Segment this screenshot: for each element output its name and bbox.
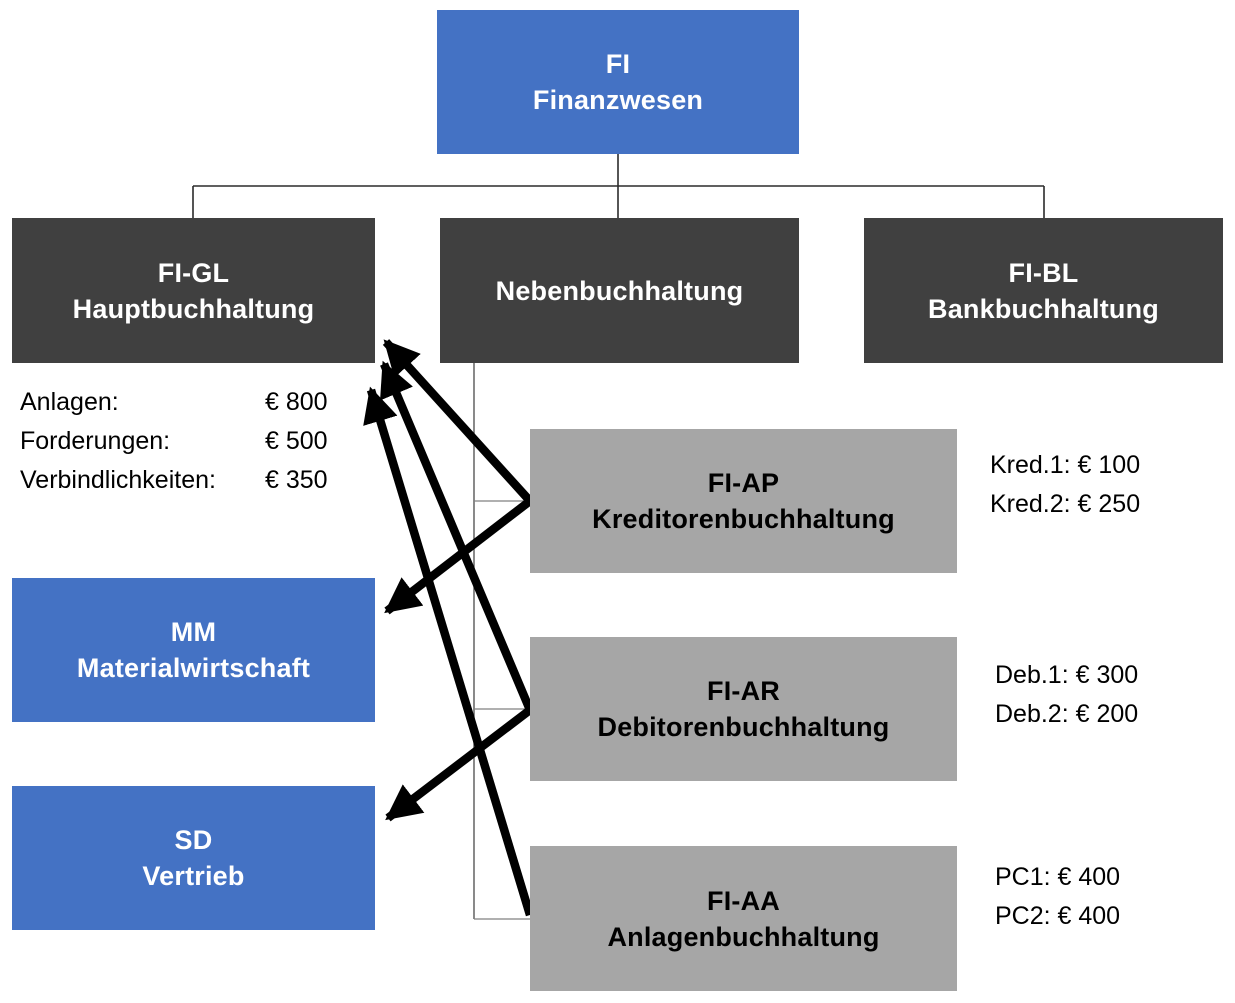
fiap-creditor-values: Kred.1: € 100 Kred.2: € 250 <box>990 446 1140 524</box>
node-fiar-label: Debitorenbuchhaltung <box>597 712 890 742</box>
node-fi-label: Finanzwesen <box>532 85 704 115</box>
node-fiaa-anlagenbuchhaltung: FI-AA Anlagenbuchhaltung <box>530 846 957 991</box>
figl-balance-row: Forderungen: € 500 <box>20 422 328 461</box>
node-sd-code: SD <box>174 825 213 855</box>
node-sd-vertrieb: SD Vertrieb <box>12 786 375 930</box>
fiar-debtor-values: Deb.1: € 300 Deb.2: € 200 <box>995 656 1138 734</box>
node-fiar-code: FI-AR <box>707 676 780 706</box>
figl-balance-row: Anlagen: € 800 <box>20 383 328 422</box>
node-fi-finanzwesen: FI Finanzwesen <box>437 10 799 154</box>
debtor-value-line: Deb.1: € 300 <box>995 661 1139 689</box>
arrow-fiaa-to-figl <box>363 386 535 917</box>
asset-value-line: PC2: € 400 <box>995 902 1121 930</box>
node-fiap-label: Kreditorenbuchhaltung <box>592 504 895 534</box>
asset-value-line: PC1: € 400 <box>995 863 1121 891</box>
figl-balance-row: Verbindlichkeiten: € 350 <box>20 461 328 500</box>
balance-label: Anlagen: <box>20 388 119 416</box>
posting-arrows <box>363 339 535 917</box>
node-figl-code: FI-GL <box>157 257 230 288</box>
balance-label: Verbindlichkeiten: <box>20 466 216 494</box>
fiaa-asset-values: PC1: € 400 PC2: € 400 <box>995 858 1120 936</box>
arrow-fiar-to-sd <box>385 706 533 822</box>
figl-balance-values: Anlagen: € 800 Forderungen: € 500 Verbin… <box>20 383 328 500</box>
debtor-value-line: Deb.2: € 200 <box>995 700 1139 728</box>
node-fiap-kreditorenbuchhaltung: FI-AP Kreditorenbuchhaltung <box>530 429 957 573</box>
balance-label: Forderungen: <box>20 427 171 455</box>
node-figl-label: Hauptbuchhaltung <box>72 293 315 324</box>
arrow-fiar-to-figl <box>380 360 534 712</box>
tree-connector-top <box>192 154 1045 218</box>
node-fibl-bankbuchhaltung: FI-BL Bankbuchhaltung <box>864 218 1223 363</box>
node-fiaa-label: Anlagenbuchhaltung <box>607 921 880 952</box>
node-figl-hauptbuchhaltung: FI-GL Hauptbuchhaltung <box>12 218 375 363</box>
balance-value: € 500 <box>265 427 328 455</box>
node-sd-label: Vertrieb <box>142 861 245 891</box>
node-fibl-label: Bankbuchhaltung <box>928 293 1159 324</box>
node-nebenbuchhaltung: Nebenbuchhaltung <box>440 218 799 363</box>
node-mm-materialwirtschaft: MM Materialwirtschaft <box>12 578 375 722</box>
tree-connector-subledger <box>473 363 530 920</box>
node-neben-label: Nebenbuchhaltung <box>495 275 744 306</box>
node-fiaa-code: FI-AA <box>707 885 780 916</box>
node-mm-label: Materialwirtschaft <box>76 653 311 683</box>
creditor-value-line: Kred.2: € 250 <box>990 490 1141 518</box>
node-fibl-code: FI-BL <box>1008 257 1079 288</box>
balance-value: € 800 <box>265 388 328 416</box>
node-mm-code: MM <box>170 617 217 647</box>
balance-value: € 350 <box>265 466 328 494</box>
creditor-value-line: Kred.1: € 100 <box>990 451 1141 479</box>
node-fiap-code: FI-AP <box>707 468 780 498</box>
arrow-fiap-to-figl <box>382 339 534 504</box>
node-fiar-debitorenbuchhaltung: FI-AR Debitorenbuchhaltung <box>530 637 957 781</box>
node-fi-code: FI <box>605 49 631 79</box>
arrow-fiap-to-mm <box>384 497 533 615</box>
